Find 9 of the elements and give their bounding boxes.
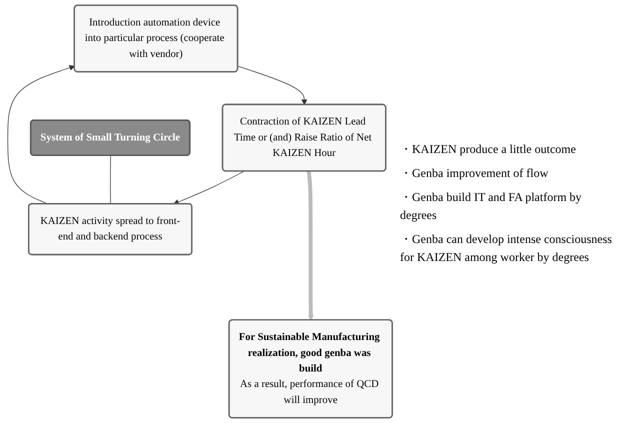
arrow — [7, 65, 75, 204]
bullet-item: ・Genba can develop intense consciousness for KAIZEN among worker by degrees — [400, 231, 613, 266]
arrow — [173, 171, 244, 205]
arrow — [238, 66, 308, 106]
bullet-item: ・KAIZEN produce a little outcome — [400, 141, 577, 158]
connector — [110, 155, 111, 204]
bullet-item: ・Genba improvement of flow — [400, 165, 550, 182]
bullet-item: ・Genba build IT and FA platform by degrees — [400, 189, 583, 224]
arrow — [306, 171, 314, 320]
